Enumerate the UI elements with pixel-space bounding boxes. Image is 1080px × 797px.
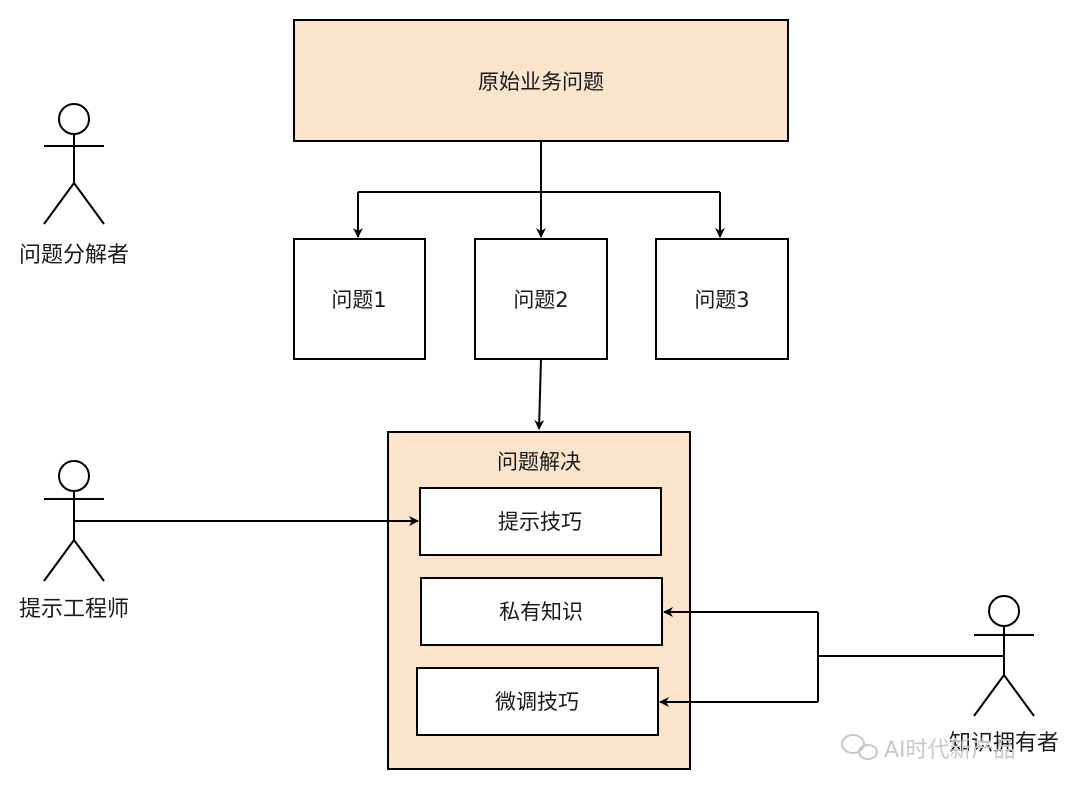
watermark-text: AI时代新产品 [884, 738, 1016, 763]
problem-1-label: 问题1 [331, 288, 386, 312]
decomposer-actor-icon [43, 103, 105, 225]
knowledge-owner-actor-icon [973, 595, 1035, 717]
finetune-skills-box: 微调技巧 [416, 667, 659, 736]
root-problem-label: 原始业务问题 [478, 70, 604, 94]
problem-2-to-solve-arrow [534, 358, 545, 430]
root-problem-box: 原始业务问题 [293, 19, 789, 142]
prompt-engineer-actor-icon [43, 460, 105, 582]
problem-3-label: 问题3 [694, 288, 749, 312]
wechat-icon [841, 734, 878, 760]
owner-to-knowledge-connector [659, 607, 1004, 707]
watermark: AI时代新产品 [841, 734, 1016, 763]
solve-group-label: 问题解决 [497, 450, 581, 474]
prompt-engineer-label: 提示工程师 [19, 597, 129, 622]
problem-1-box: 问题1 [293, 238, 426, 360]
problem-2-label: 问题2 [513, 288, 568, 312]
knowledge-owner-label: 知识拥有者 [949, 731, 1059, 756]
finetune-skills-label: 微调技巧 [495, 690, 579, 714]
prompt-skills-box: 提示技巧 [419, 487, 662, 556]
problem-3-box: 问题3 [655, 238, 789, 360]
prompt-skills-label: 提示技巧 [498, 510, 582, 534]
decomposer-label: 问题分解者 [19, 243, 129, 268]
root-to-problems-connector [353, 141, 725, 238]
private-knowledge-label: 私有知识 [499, 600, 583, 624]
private-knowledge-box: 私有知识 [420, 577, 663, 646]
problem-2-box: 问题2 [474, 238, 608, 360]
